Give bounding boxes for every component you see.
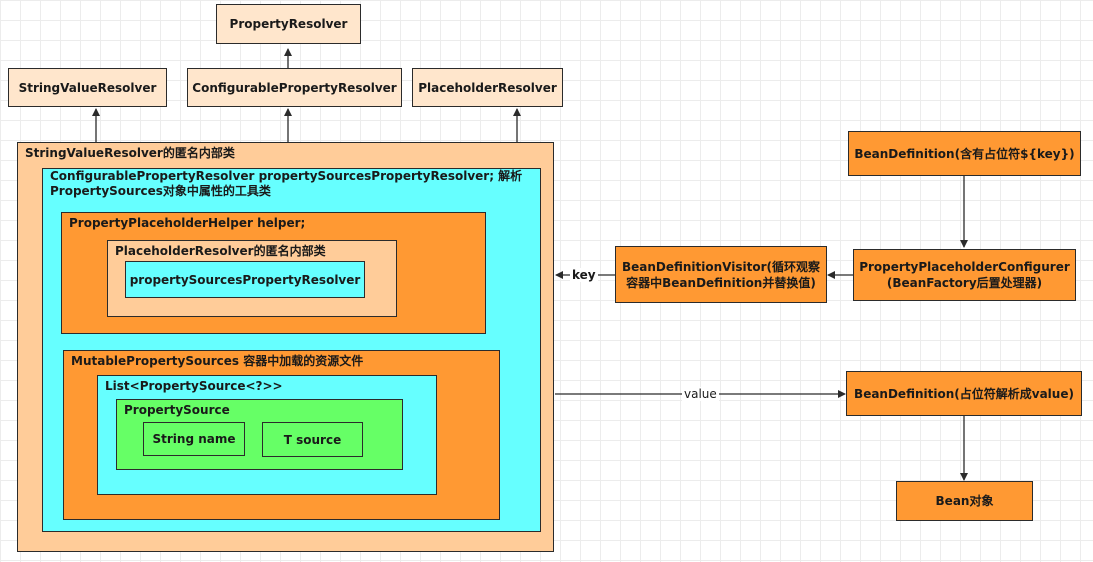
edge-label-value: value — [682, 387, 719, 401]
psp-resolver-label: propertySourcesPropertyResolver — [129, 272, 361, 287]
edge-label-key: key — [570, 268, 598, 282]
bean-object-label: Bean对象 — [935, 494, 994, 508]
visitor-line1: BeanDefinitionVisitor(循环观察 — [621, 259, 821, 274]
string-value-resolver-label: StringValueResolver — [18, 80, 157, 95]
configurer-line1: PropertyPlaceholderConfigurer — [859, 260, 1070, 274]
placeholder-resolver-anon-title: PlaceholderResolver的匿名内部类 — [115, 244, 326, 258]
string-value-resolver-box: StringValueResolver — [8, 68, 167, 107]
bean-definition-visitor-box: BeanDefinitionVisitor(循环观察 容器中BeanDefini… — [615, 246, 827, 303]
psp-resolver-box: propertySourcesPropertyResolver — [125, 261, 365, 298]
bean-definition-value-box: BeanDefinition(占位符解析成value) — [846, 371, 1082, 416]
string-name-box: String name — [143, 422, 245, 456]
cpr-field-line1: ConfigurablePropertyResolver propertySou… — [50, 169, 523, 183]
t-source-box: T source — [262, 422, 363, 457]
configurable-property-resolver-box: ConfigurablePropertyResolver — [187, 68, 402, 107]
placeholder-resolver-box: PlaceholderResolver — [412, 68, 563, 107]
bean-definition-value-label: BeanDefinition(占位符解析成value) — [854, 386, 1074, 401]
cpr-field-title: ConfigurablePropertyResolver propertySou… — [50, 169, 522, 199]
configurer-line2: (BeanFactory后置处理器) — [886, 276, 1043, 290]
property-resolver-box: PropertyResolver — [216, 4, 361, 44]
bean-definition-key-label: BeanDefinition(含有占位符${key}) — [854, 146, 1075, 161]
helper-title: PropertyPlaceholderHelper helper; — [69, 216, 306, 230]
configurable-property-resolver-label: ConfigurablePropertyResolver — [192, 80, 397, 95]
property-source-title: PropertySource — [124, 403, 230, 417]
string-name-label: String name — [152, 432, 236, 446]
property-resolver-label: PropertyResolver — [229, 17, 348, 31]
mutable-sources-title: MutablePropertySources 容器中加载的资源文件 — [71, 354, 364, 368]
property-placeholder-configurer-box: PropertyPlaceholderConfigurer (BeanFacto… — [853, 249, 1076, 301]
cpr-field-line2: PropertySources对象中属性的工具类 — [50, 184, 271, 198]
placeholder-resolver-label: PlaceholderResolver — [418, 80, 557, 95]
visitor-line2: 容器中BeanDefinition并替换值) — [626, 275, 816, 290]
bean-object-box: Bean对象 — [896, 481, 1033, 521]
t-source-label: T source — [283, 432, 342, 447]
property-source-list-title: List<PropertySource<?>> — [105, 379, 283, 393]
bean-definition-key-box: BeanDefinition(含有占位符${key}) — [848, 131, 1081, 176]
svr-anonymous-title: StringValueResolver的匿名内部类 — [25, 146, 235, 160]
